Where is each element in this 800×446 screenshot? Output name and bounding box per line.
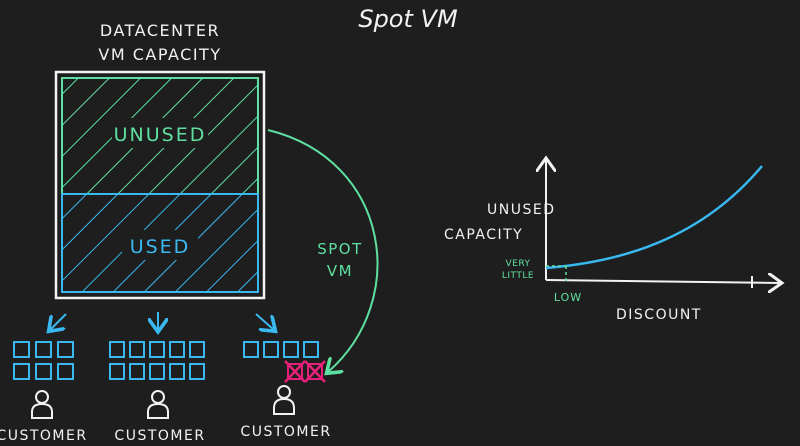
very-little-label-line1: VERY: [505, 259, 530, 269]
vm-grid-customer-2: [109, 341, 205, 380]
vm-icon: [169, 363, 185, 380]
vm-icon: [35, 341, 52, 358]
vm-icon: [109, 341, 125, 358]
customer-2: CUSTOMER: [109, 341, 205, 444]
customer-label: CUSTOMER: [114, 428, 205, 444]
y-axis-label-line1: UNUSED: [487, 202, 555, 218]
unused-label-bg: [112, 118, 208, 148]
x-axis: [545, 280, 780, 283]
capacity-curve: [545, 165, 763, 270]
customer-label: CUSTOMER: [240, 424, 331, 440]
very-little-label-line2: LITTLE: [502, 271, 534, 281]
vm-icon: [303, 341, 319, 358]
vm-icon: [129, 363, 145, 380]
datacenter-label-line1: DATACENTER: [100, 21, 220, 40]
datacenter-box: UNUSED USED: [54, 70, 266, 300]
arrow-to-customer-3: [255, 313, 274, 330]
vm-icon: [189, 341, 205, 358]
person-icon: [147, 390, 169, 419]
arrow-to-customer-1: [50, 313, 67, 330]
spot-vm-arrow: [267, 129, 379, 372]
vm-icon: [243, 341, 259, 358]
vm-icon: [13, 341, 30, 358]
person-icon: [31, 390, 53, 419]
spot-label-line1: SPOT: [317, 240, 363, 258]
spot-vm-icon: [284, 360, 306, 383]
vm-grid-customer-3: [243, 341, 326, 383]
customer-3: CUSTOMER: [240, 341, 331, 440]
datacenter-outline: [54, 70, 266, 300]
low-label: LOW: [554, 291, 582, 304]
vm-icon: [13, 363, 30, 380]
vm-icon: [283, 341, 299, 358]
vm-icon: [129, 341, 145, 358]
vm-icon: [57, 341, 74, 358]
vm-icon: [35, 363, 52, 380]
vm-icon: [169, 341, 185, 358]
vm-icon: [189, 363, 205, 380]
unused-label: UNUSED: [114, 124, 207, 146]
used-label-bg: [122, 230, 198, 260]
person-icon: [273, 385, 295, 415]
spot-label-line2: VM: [327, 262, 353, 280]
vm-icon: [149, 341, 165, 358]
page-title: Spot VM: [358, 5, 458, 33]
spot-vm-icon: [304, 360, 326, 383]
vm-grid-customer-1: [13, 341, 74, 380]
x-axis-label: DISCOUNT: [616, 307, 702, 323]
vm-icon: [263, 341, 279, 358]
used-label: USED: [130, 236, 191, 258]
y-axis-label-line2: CAPACITY: [444, 227, 523, 243]
vm-icon: [57, 363, 74, 380]
capacity-discount-chart: UNUSED CAPACITY DISCOUNT LOW VERY LITTLE: [444, 160, 780, 323]
datacenter-label-line2: VM CAPACITY: [98, 45, 221, 64]
vm-icon: [149, 363, 165, 380]
vm-icon: [109, 363, 125, 380]
customer-label: CUSTOMER: [0, 428, 88, 444]
customer-1: CUSTOMER: [0, 341, 88, 444]
